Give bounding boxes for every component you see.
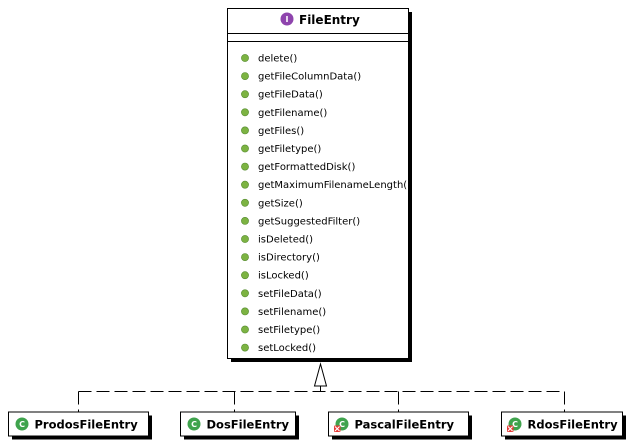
method-item[interactable]: setFilename() bbox=[241, 307, 326, 318]
svg-text:C: C bbox=[191, 420, 197, 429]
class-name: PascalFileEntry bbox=[355, 418, 455, 432]
class-rdos-file-entry[interactable]: C RdosFileEntry bbox=[501, 411, 627, 440]
method-label: getFileColumnData() bbox=[258, 72, 361, 83]
method-item[interactable]: isDeleted() bbox=[241, 235, 313, 246]
class-name: ProdosFileEntry bbox=[35, 418, 139, 432]
public-method-icon bbox=[241, 325, 249, 334]
method-label: setFileData() bbox=[258, 289, 322, 300]
class-icon: C bbox=[507, 417, 522, 432]
method-label: getFilename() bbox=[258, 108, 327, 119]
implementation-classes: C ProdosFileEntry C DosFileEntry C PascalFile… bbox=[8, 411, 627, 440]
interface-icon: I bbox=[280, 12, 294, 26]
method-item[interactable]: getFiletype() bbox=[241, 144, 321, 155]
method-label: getSuggestedFilter() bbox=[258, 216, 360, 227]
interface-file-entry[interactable]: I FileEntry delete() getFileColumnData() g… bbox=[227, 8, 413, 363]
interface-icon-letter: I bbox=[286, 15, 289, 24]
abstract-marker-icon bbox=[507, 425, 514, 432]
public-method-icon bbox=[241, 253, 249, 261]
method-item[interactable]: setLocked() bbox=[241, 343, 316, 354]
public-method-icon bbox=[241, 108, 249, 117]
class-icon: C bbox=[15, 417, 29, 431]
method-label: getFileData() bbox=[258, 90, 323, 101]
public-method-icon bbox=[241, 54, 249, 62]
svg-text:C: C bbox=[339, 420, 345, 429]
class-dos-file-entry[interactable]: C DosFileEntry bbox=[180, 411, 300, 440]
method-item[interactable]: getFilename() bbox=[241, 108, 327, 119]
realization-connectors bbox=[78, 362, 565, 412]
method-item[interactable]: getFileData() bbox=[241, 90, 323, 101]
public-method-icon bbox=[241, 216, 249, 225]
method-label: setFiletype() bbox=[258, 325, 320, 336]
method-label: isDeleted() bbox=[258, 235, 313, 246]
realization-arrowhead bbox=[313, 362, 328, 387]
method-label: isDirectory() bbox=[258, 253, 320, 264]
class-icon: C bbox=[187, 417, 201, 431]
method-item[interactable]: isDirectory() bbox=[241, 253, 320, 264]
class-name: DosFileEntry bbox=[207, 418, 290, 432]
method-label: setFilename() bbox=[258, 307, 326, 318]
class-pascal-file-entry[interactable]: C PascalFileEntry bbox=[328, 411, 473, 440]
class-prodos-file-entry[interactable]: C ProdosFileEntry bbox=[8, 411, 153, 440]
class-icon: C bbox=[334, 417, 349, 432]
method-label: delete() bbox=[258, 54, 297, 65]
public-method-icon bbox=[241, 343, 249, 352]
public-method-icon bbox=[241, 144, 249, 153]
class-name: RdosFileEntry bbox=[528, 418, 619, 432]
public-method-icon bbox=[241, 90, 249, 99]
public-method-icon bbox=[241, 289, 249, 298]
method-item[interactable]: setFileData() bbox=[241, 289, 322, 300]
public-method-icon bbox=[241, 307, 249, 316]
svg-text:C: C bbox=[19, 420, 25, 429]
method-item[interactable]: getFileColumnData() bbox=[241, 72, 361, 83]
method-list: delete() getFileColumnData() getFileData()… bbox=[241, 54, 411, 354]
method-label: setLocked() bbox=[258, 343, 316, 354]
public-method-icon bbox=[241, 235, 249, 243]
method-item[interactable]: getFormattedDisk() bbox=[241, 162, 355, 173]
method-item[interactable]: getSize() bbox=[241, 198, 303, 209]
method-label: getFiles() bbox=[258, 126, 304, 137]
method-label: getFiletype() bbox=[258, 144, 321, 155]
public-method-icon bbox=[241, 126, 249, 135]
public-method-icon bbox=[241, 271, 249, 280]
method-item[interactable]: setFiletype() bbox=[241, 325, 320, 336]
method-item[interactable]: getFiles() bbox=[241, 126, 304, 137]
method-label: getMaximumFilenameLength() bbox=[258, 180, 411, 191]
method-item[interactable]: delete() bbox=[241, 54, 297, 65]
public-method-icon bbox=[241, 180, 249, 189]
svg-text:C: C bbox=[512, 420, 518, 429]
method-item[interactable]: isLocked() bbox=[241, 271, 309, 282]
abstract-marker-icon bbox=[334, 425, 341, 432]
method-label: isLocked() bbox=[258, 271, 309, 282]
method-label: getFormattedDisk() bbox=[258, 162, 355, 173]
method-item[interactable]: getSuggestedFilter() bbox=[241, 216, 360, 227]
method-item[interactable]: getMaximumFilenameLength() bbox=[241, 180, 411, 191]
method-label: getSize() bbox=[258, 198, 303, 209]
public-method-icon bbox=[241, 72, 249, 80]
public-method-icon bbox=[241, 162, 249, 171]
public-method-icon bbox=[241, 198, 249, 207]
interface-title: FileEntry bbox=[299, 13, 360, 27]
